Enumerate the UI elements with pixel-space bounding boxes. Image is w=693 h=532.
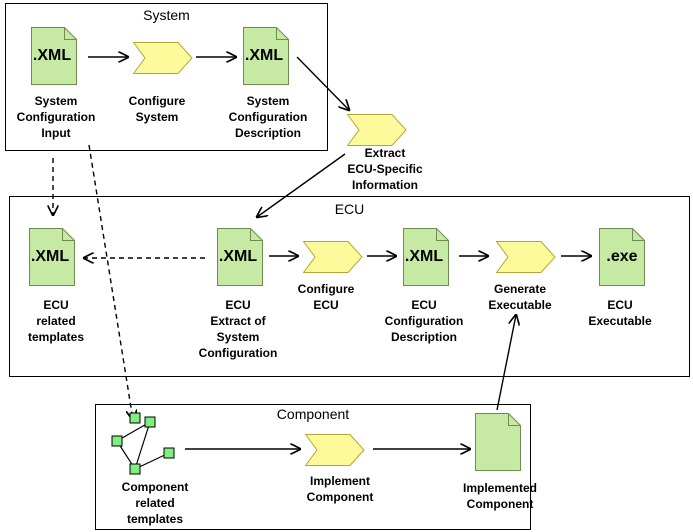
system-title: System <box>143 7 190 23</box>
xml-document-icon: .XML <box>29 228 75 286</box>
ecu-extract-of-system-configuration-label: ECU Extract of System Configuration <box>198 298 278 360</box>
xml-document-icon: .XML <box>217 228 263 286</box>
xml-tag: .XML <box>405 248 443 265</box>
ecu-configuration-description-label: ECU Configuration Description <box>384 298 464 344</box>
xml-tag: .XML <box>33 47 71 64</box>
generate-executable-process-icon <box>496 241 556 273</box>
implement-component-label: Implement Component <box>306 474 374 504</box>
arrow-description-to-extract <box>296 56 349 110</box>
xml-document-icon: .XML <box>31 27 77 85</box>
ecu-related-templates-label: ECU related templates <box>27 298 85 344</box>
implement-component-process-icon <box>305 434 365 466</box>
exe-tag: .exe <box>606 248 637 265</box>
ecu-executable-label: ECU Executable <box>588 298 652 328</box>
xml-tag: .XML <box>31 248 69 265</box>
configure-system-label: Configure System <box>128 94 186 124</box>
component-templates-graph-icon <box>111 412 175 475</box>
implemented-component-document-icon <box>475 413 521 471</box>
component-container: Component <box>95 404 531 530</box>
system-configuration-description-label: System Configuration Description <box>228 94 308 140</box>
ecu-container: ECU <box>9 196 690 377</box>
extract-process-icon <box>347 114 407 146</box>
xml-tag: .XML <box>245 47 283 64</box>
dashed-arrow-input-to-component-templates <box>88 144 133 420</box>
arrow-implemented-to-generate <box>496 315 516 411</box>
xml-document-icon: .XML <box>243 27 289 85</box>
component-title: Component <box>276 406 350 422</box>
generate-executable-label: Generate Executable <box>488 282 552 312</box>
ecu-title: ECU <box>334 201 365 217</box>
extract-ecu-specific-information-label: Extract ECU-Specific Information <box>347 146 423 192</box>
arrow-extract-to-ecu-extract <box>257 153 346 217</box>
implemented-component-label: Implemented Component <box>462 481 537 511</box>
exe-document-icon: .exe <box>599 228 645 286</box>
system-configuration-input-label: System Configuration Input <box>16 94 96 140</box>
xml-tag: .XML <box>219 248 257 265</box>
configure-ecu-process-icon <box>303 241 363 273</box>
component-related-templates-label: Component related templates <box>121 480 189 526</box>
configure-system-process-icon <box>133 42 193 74</box>
configure-ecu-label: Configure ECU <box>297 282 355 312</box>
xml-document-icon: .XML <box>403 228 449 286</box>
